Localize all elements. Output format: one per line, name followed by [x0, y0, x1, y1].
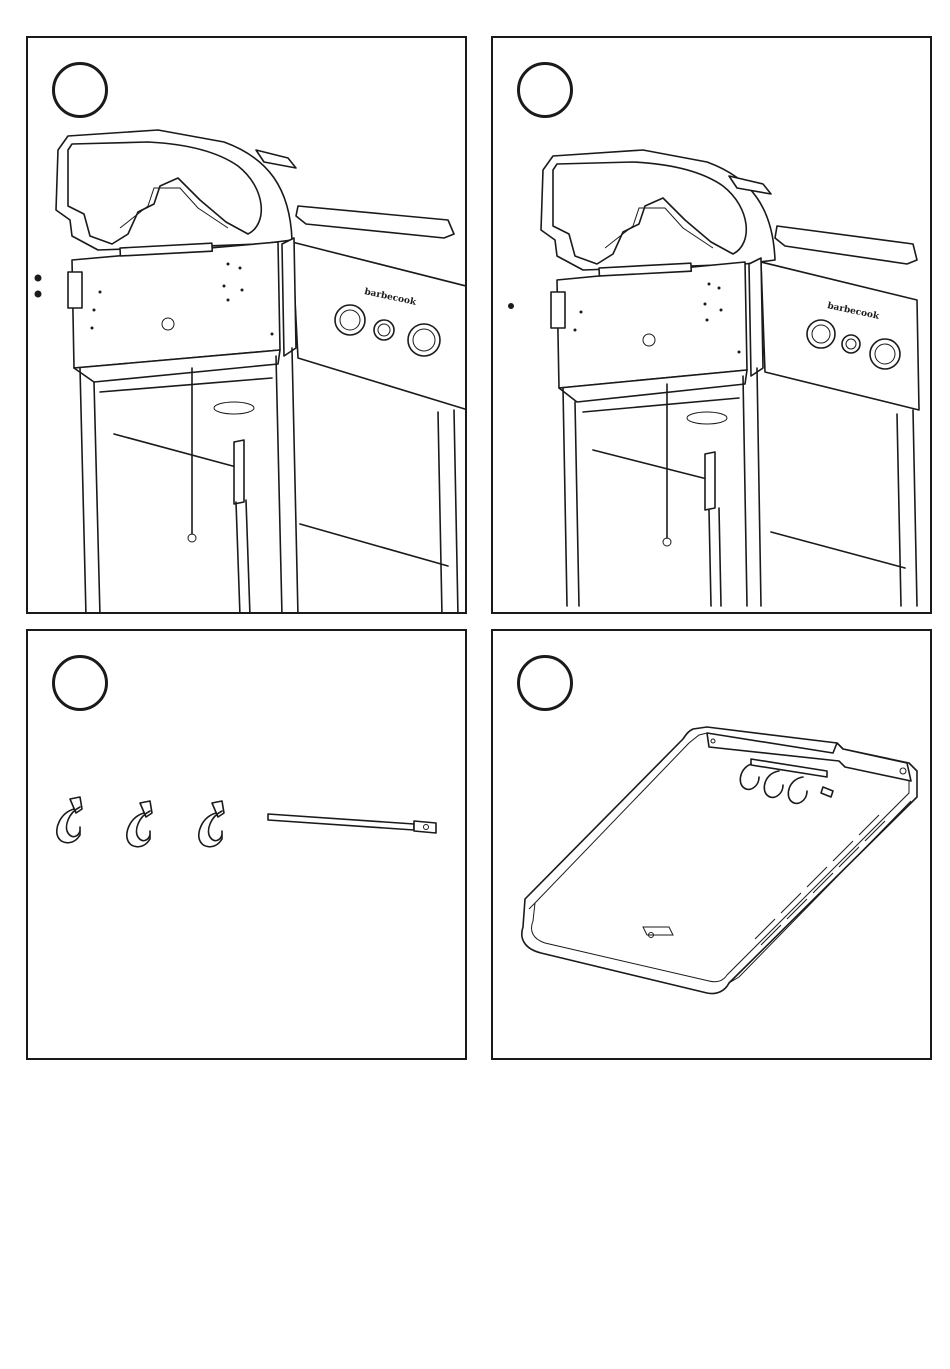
step-panel-3: [26, 629, 467, 1060]
step-panel-4: [491, 629, 932, 1060]
grill-illustration-1: barbecook: [28, 38, 467, 614]
side-shelf-illustration-4: [493, 631, 932, 1060]
grill-illustration-2: barbecook: [493, 38, 932, 614]
rod-part: [268, 814, 436, 833]
step-panel-2: barbecook: [491, 36, 932, 614]
hook-part-1: [57, 797, 82, 843]
hook-part-3: [199, 801, 224, 847]
step-panel-1: barbecook: [26, 36, 467, 614]
hook-part-2: [127, 801, 152, 847]
parts-illustration-3: [28, 631, 467, 1060]
